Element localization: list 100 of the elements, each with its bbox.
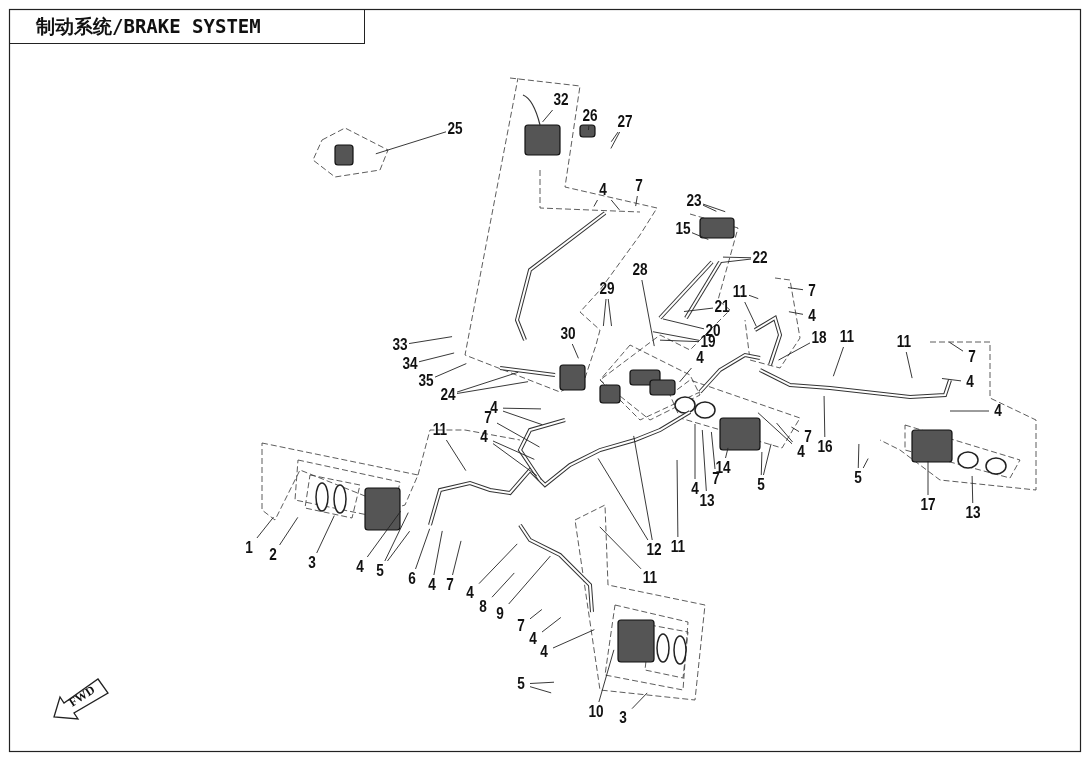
leader-line [748, 294, 759, 300]
callout-number: 4 [356, 560, 364, 574]
leader-line [948, 341, 964, 352]
callout-number: 30 [560, 327, 576, 341]
callout-number: 24 [440, 388, 456, 402]
leader-line [542, 109, 554, 123]
callout-number: 17 [920, 498, 936, 512]
leader-line [418, 352, 455, 363]
callout-number: 7 [517, 619, 525, 633]
leader-line [823, 395, 826, 438]
leader-line [607, 298, 612, 327]
leader-line [971, 475, 974, 504]
callout-number: 3 [619, 711, 627, 725]
leader-line [652, 331, 700, 341]
callout-number: 5 [757, 478, 765, 492]
callout-number: 2 [269, 548, 277, 562]
leader-line [256, 516, 274, 539]
callout-number: 1 [245, 541, 253, 555]
leader-line [491, 572, 515, 598]
callout-number: 5 [517, 677, 525, 691]
leader-line [790, 426, 800, 433]
callout-number: 15 [675, 222, 691, 236]
leader-line [631, 692, 648, 710]
callout-number: 33 [392, 338, 408, 352]
callout-number: 4 [808, 309, 816, 323]
callout-number: 4 [490, 401, 498, 415]
leader-line [602, 298, 607, 327]
callout-number: 4 [540, 645, 548, 659]
callout-number: 4 [797, 445, 805, 459]
callout-number: 7 [804, 430, 812, 444]
callout-number: 21 [714, 300, 730, 314]
leader-line [610, 131, 619, 143]
callout-number: 8 [479, 600, 487, 614]
callout-number: 7 [446, 578, 454, 592]
leader-line [725, 447, 729, 459]
leader-line [502, 407, 542, 410]
callout-number: 6 [408, 572, 416, 586]
leader-line [760, 451, 763, 476]
leader-line [778, 342, 811, 361]
leader-line [788, 311, 804, 315]
leader-line [375, 131, 447, 155]
callout-number: 11 [839, 330, 855, 344]
callout-number: 12 [646, 543, 662, 557]
callout-number: 32 [553, 93, 569, 107]
leader-line [445, 439, 467, 472]
callout-number: 3 [308, 556, 316, 570]
callout-number: 5 [854, 471, 862, 485]
leader-line [702, 203, 726, 213]
leader-line [635, 195, 638, 207]
callout-number: 11 [670, 540, 686, 554]
leader-line [452, 540, 462, 576]
callout-number: 23 [686, 194, 702, 208]
callout-number: 4 [428, 578, 436, 592]
callout-number: 4 [696, 351, 704, 365]
callout-number: 10 [588, 705, 604, 719]
leader-line [676, 459, 679, 538]
callout-number: 13 [965, 506, 981, 520]
leader-line [610, 131, 621, 149]
callout-number: 11 [896, 335, 912, 349]
leader-line [610, 199, 620, 211]
leader-line [710, 431, 716, 470]
leader-line [927, 460, 929, 496]
leader-line [434, 363, 467, 378]
leader-line [720, 258, 752, 263]
leader-line [571, 343, 579, 359]
callout-number: 7 [484, 411, 492, 425]
leader-line [384, 512, 409, 562]
callout-number: 4 [994, 404, 1002, 418]
leader-line [502, 410, 543, 426]
leader-line [433, 530, 443, 576]
leader-line [387, 530, 411, 562]
leader-line [763, 443, 772, 476]
leader-line [744, 301, 757, 327]
callout-number: 4 [599, 183, 607, 197]
callout-number: 4 [529, 632, 537, 646]
title: 制动系统/BRAKE SYSTEM [9, 9, 365, 44]
leader-line [541, 617, 562, 633]
leader-line [478, 543, 518, 585]
leader-line [659, 339, 700, 343]
leader-line [597, 457, 649, 541]
leader-line [949, 410, 990, 412]
callout-number: 5 [376, 564, 384, 578]
callout-number: 19 [700, 335, 716, 349]
leader-line [552, 629, 595, 649]
leader-line [529, 686, 552, 694]
leader-line [599, 526, 642, 570]
leader-line [776, 422, 793, 443]
callout-number: 18 [811, 331, 827, 345]
leader-line [492, 440, 535, 460]
leader-line [366, 510, 402, 558]
leader-line [408, 336, 453, 344]
callout-number: 11 [642, 571, 658, 585]
leader-line [941, 378, 962, 382]
callout-number: 22 [752, 251, 768, 265]
leader-line [508, 555, 551, 605]
callout-number: 25 [447, 122, 463, 136]
leader-line [529, 609, 543, 620]
leader-line [679, 367, 692, 383]
leader-line [722, 256, 752, 259]
leader-line [588, 125, 590, 131]
